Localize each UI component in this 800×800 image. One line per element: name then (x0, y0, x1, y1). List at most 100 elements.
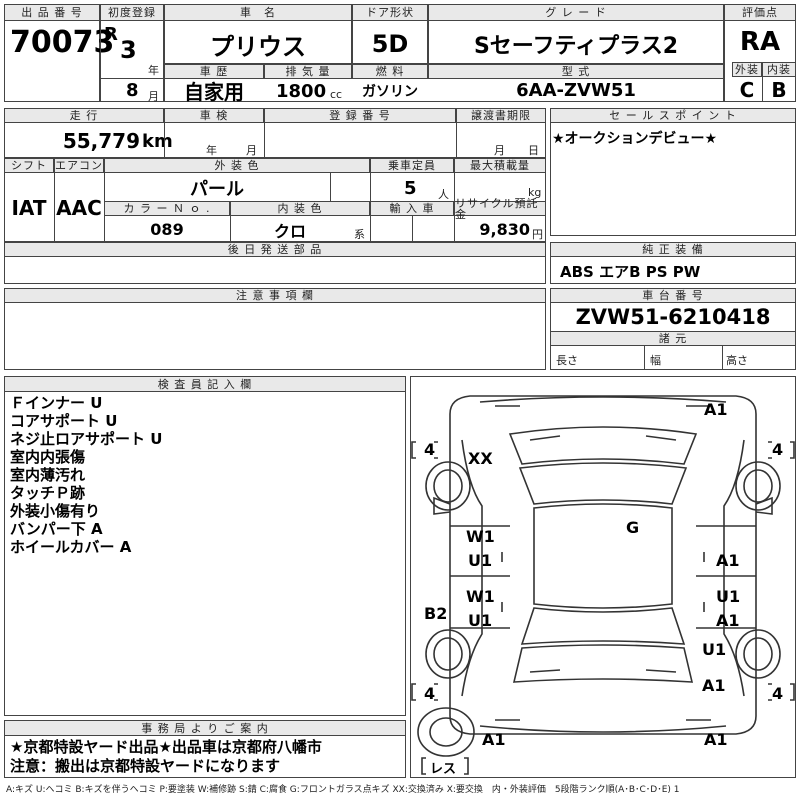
tire-front-right: 4 (772, 440, 784, 459)
mileage: 55,779 (62, 129, 140, 153)
transfer-day-unit: 日 (528, 144, 539, 157)
first-reg-label: 初度登録 (100, 4, 164, 21)
mileage-unit: km (142, 130, 173, 152)
mark-u1-rear-left: U1 (468, 611, 493, 630)
load-unit: kg (528, 186, 542, 199)
shift: IAT (11, 196, 47, 220)
score-label: 評価点 (724, 4, 796, 21)
note-line: 室内内張傷 (10, 448, 86, 466)
car-diagram (411, 395, 795, 775)
mileage-label: 走 行 (4, 108, 164, 123)
inspection-year-unit: 年 (206, 144, 217, 157)
tire-front-left: 4 (424, 440, 436, 459)
inspector-notes: Ｆインナー U コアサポート U ネジ止ロアサポート U 室内内張傷 室内薄汚れ… (10, 394, 162, 556)
diagram-box (410, 376, 796, 778)
plate-label: 登 録 番 号 (264, 108, 456, 123)
fuel-label: 燃 料 (352, 64, 428, 79)
load-label: 最大積載量 (454, 158, 546, 173)
capacity-unit: 人 (438, 188, 449, 201)
inspection-label: 車 検 (164, 108, 264, 123)
mark-a1-rear-bumper-left: A1 (482, 730, 506, 749)
tire-rear-right: 4 (772, 684, 784, 703)
inspection-month-unit: 月 (246, 144, 257, 157)
grade: Sセーフティプラス2 (473, 34, 679, 59)
year-unit: 年 (148, 64, 159, 77)
mark-w1-front-left: W1 (466, 527, 495, 546)
displacement: 1800 (276, 80, 327, 102)
history: 自家用 (184, 80, 244, 104)
int-color-label: 内 装 色 (230, 201, 370, 216)
office-message: ★京都特設ヤード出品★出品車は京都府八幡市 注意：搬出は京都特設ヤードになります (10, 738, 322, 776)
history-label: 車 歴 (164, 64, 264, 79)
mark-u1-rear-fender: U1 (702, 640, 727, 659)
recycle-label: リサイクル預託金 (454, 198, 546, 220)
mark-xx: XX (468, 449, 493, 468)
length-label: 長さ (556, 354, 578, 367)
fuel: ガソリン (362, 83, 418, 100)
int-color-unit: 系 (354, 228, 365, 241)
recycle-unit: 円 (532, 228, 543, 241)
color: パール (190, 179, 244, 200)
color-label: 外 装 色 (104, 158, 370, 173)
transfer-label: 譲渡書期限 (456, 108, 546, 123)
sales-point: ★オークションデビュー★ (552, 131, 718, 147)
lot-label: 出 品 番 号 (4, 4, 100, 21)
mark-u1-front-left: U1 (468, 551, 493, 570)
mark-a1-rear-right-door: A1 (716, 611, 740, 630)
inspector-label: 検 査 員 記 入 欄 (4, 376, 406, 392)
recycle: 9,830 (479, 220, 530, 239)
mark-w1-rear-left: W1 (466, 587, 495, 606)
model-label: 型 式 (428, 64, 724, 79)
displacement-label: 排 気 量 (264, 64, 352, 79)
note-line: Ｆインナー U (10, 394, 103, 412)
tire-rear-left: 4 (424, 684, 436, 703)
mark-u1-rear-right-door: U1 (716, 587, 741, 606)
office-line: 注意：搬出は京都特設ヤードになります (10, 757, 281, 775)
equipment: ABS エアB PS PW (560, 262, 701, 281)
name-label: 車 名 (164, 4, 352, 21)
month-unit: 月 (148, 90, 159, 103)
color-no-label: カ ラ ー Ｎ ｏ . (104, 201, 230, 216)
note-line: ホイールカバー A (10, 538, 132, 556)
score: RA (739, 27, 781, 57)
import-label: 輸 入 車 (370, 201, 454, 216)
era: R (104, 24, 118, 45)
car-name: プリウス (210, 32, 306, 61)
chassis-label: 車 台 番 号 (550, 288, 796, 303)
office-label: 事 務 局 よ り ご 案 内 (4, 720, 406, 736)
dims-label: 諸 元 (550, 331, 796, 346)
mark-a1-rear-bumper-right: A1 (704, 730, 728, 749)
lot-number: 70073 (10, 24, 115, 60)
mark-a1-rear-right: A1 (702, 676, 726, 695)
chassis-number: ZVW51-6210418 (575, 305, 771, 329)
shift-label: シフト (4, 158, 54, 173)
int-color: クロ (273, 221, 306, 241)
reg-month: 8 (126, 80, 139, 101)
mark-g: G (626, 518, 640, 537)
note-line: ネジ止ロアサポート U (10, 430, 163, 448)
door-label: ドア形状 (352, 4, 428, 21)
mark-a1-front-right-door: A1 (716, 551, 740, 570)
spare-tire: レス (430, 762, 457, 777)
int-grade: B (771, 77, 787, 102)
note-line: タッチＰ跡 (10, 484, 86, 502)
caution-label: 注 意 事 項 欄 (4, 288, 546, 303)
ext-grade: C (739, 77, 755, 102)
note-line: 室内薄汚れ (10, 466, 86, 484)
grade-label: グ レ ー ド (428, 4, 724, 21)
office-line: ★京都特設ヤード出品★出品車は京都府八幡市 (10, 738, 322, 756)
mark-b2: B2 (424, 604, 448, 623)
int-label: 内装 (762, 62, 796, 77)
ac: AAC (56, 196, 102, 220)
equipment-label: 純 正 装 備 (550, 242, 796, 257)
legend-footer: A:キズ U:ヘコミ B:キズを伴うヘコミ P:要塗装 W:補修跡 S:錆 C:… (6, 785, 680, 795)
ac-label: エアコン (54, 158, 104, 173)
capacity: 5 (404, 177, 417, 199)
color-no: 089 (150, 220, 184, 239)
capacity-label: 乗車定員 (370, 158, 454, 173)
mark-a1-front: A1 (704, 400, 728, 419)
later-parts-label: 後 日 発 送 部 品 (4, 242, 546, 257)
sales-label: セ ー ル ス ポ イ ン ト (550, 108, 796, 123)
ext-label: 外装 (732, 62, 762, 77)
door-type: 5D (371, 30, 409, 58)
